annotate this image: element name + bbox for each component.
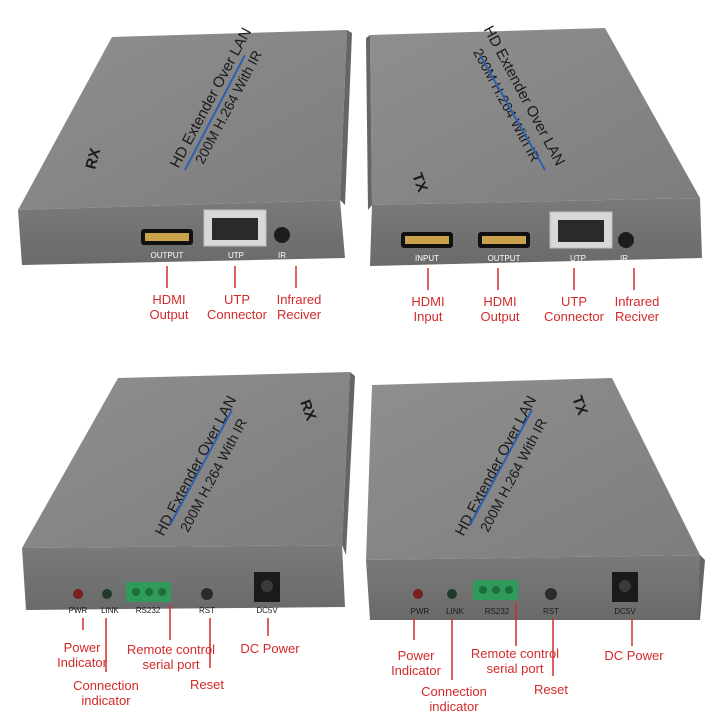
port-label-input: INPUT: [415, 254, 439, 263]
reset-button-hole: [201, 588, 213, 600]
label-link: LINK: [446, 607, 464, 616]
callout-remote-serial: Remote control serial port: [470, 646, 560, 676]
callout-infrared-receiver: Infrared Reciver: [276, 292, 322, 322]
ir-jack: [274, 227, 290, 243]
link-led: [447, 589, 457, 599]
tx-unit-rear-view: HD Extender Over LAN 200M H.264 With IR …: [366, 378, 705, 680]
rx-unit-front-view: HD Extender Over LAN 200M H.264 With IR …: [18, 25, 352, 288]
port-label-utp: UTP: [228, 251, 244, 260]
port-label-ir: IR: [620, 254, 628, 263]
label-link: LINK: [101, 606, 119, 615]
callout-connection-indicator: Connection indicator: [73, 678, 139, 708]
callout-infrared-receiver: Infrared Reciver: [614, 294, 660, 324]
callout-hdmi-input: HDMI Input: [411, 294, 445, 324]
label-dc5v: DC5V: [614, 607, 636, 616]
tx-front-panel: [370, 198, 702, 266]
rx-rear-side-label: RX: [296, 398, 319, 423]
tx-side-label: TX: [408, 171, 431, 195]
callout-dc-power: DC Power: [240, 641, 300, 656]
callout-hdmi-output: HDMI Output: [480, 294, 520, 324]
reset-button-hole: [545, 588, 557, 600]
callout-utp-connector: UTP Connector: [207, 292, 267, 322]
label-dc5v: DC5V: [256, 606, 278, 615]
ir-jack: [618, 232, 634, 248]
callout-connection-indicator: Connection indicator: [421, 684, 487, 714]
port-label-utp: UTP: [570, 254, 586, 263]
label-pwr: PWR: [411, 607, 430, 616]
port-label-output: OUTPUT: [151, 251, 184, 260]
callout-reset: Reset: [190, 677, 224, 692]
tx-rear-case-top: [366, 378, 700, 560]
tx-blue-stripe: [479, 54, 546, 171]
label-rs232: RS232: [136, 606, 161, 615]
callout-hdmi-output: HDMI Output: [149, 292, 189, 322]
label-rst: RST: [199, 606, 215, 615]
rx-blue-stripe: [184, 54, 246, 171]
callout-utp-connector: UTP Connector: [544, 294, 604, 324]
power-led: [73, 589, 83, 599]
label-pwr: PWR: [69, 606, 88, 615]
callout-remote-serial: Remote control serial port: [126, 642, 216, 672]
rx-unit-rear-view: HD Extender Over LAN 200M H.264 With IR …: [22, 372, 355, 672]
callout-power-indicator: Power Indicator: [57, 640, 107, 670]
link-led: [102, 589, 112, 599]
tx-unit-front-view: HD Extender Over LAN 200M H.264 With IR …: [366, 23, 702, 290]
callout-power-indicator: Power Indicator: [391, 648, 441, 678]
tx-rear-panel: [366, 555, 700, 620]
callout-reset: Reset: [534, 682, 568, 697]
port-label-output: OUTPUT: [488, 254, 521, 263]
tx-rear-side-label: TX: [568, 394, 591, 418]
power-led: [413, 589, 423, 599]
rx-case-top: [18, 30, 347, 210]
rx-side-label: RX: [82, 147, 104, 172]
label-rs232: RS232: [485, 607, 510, 616]
port-label-ir: IR: [278, 251, 286, 260]
tx-case-top: [370, 28, 700, 205]
callout-dc-power: DC Power: [604, 648, 664, 663]
rx-rear-case-top: [22, 372, 350, 548]
label-rst: RST: [543, 607, 559, 616]
rx-rear-panel: [22, 545, 345, 610]
